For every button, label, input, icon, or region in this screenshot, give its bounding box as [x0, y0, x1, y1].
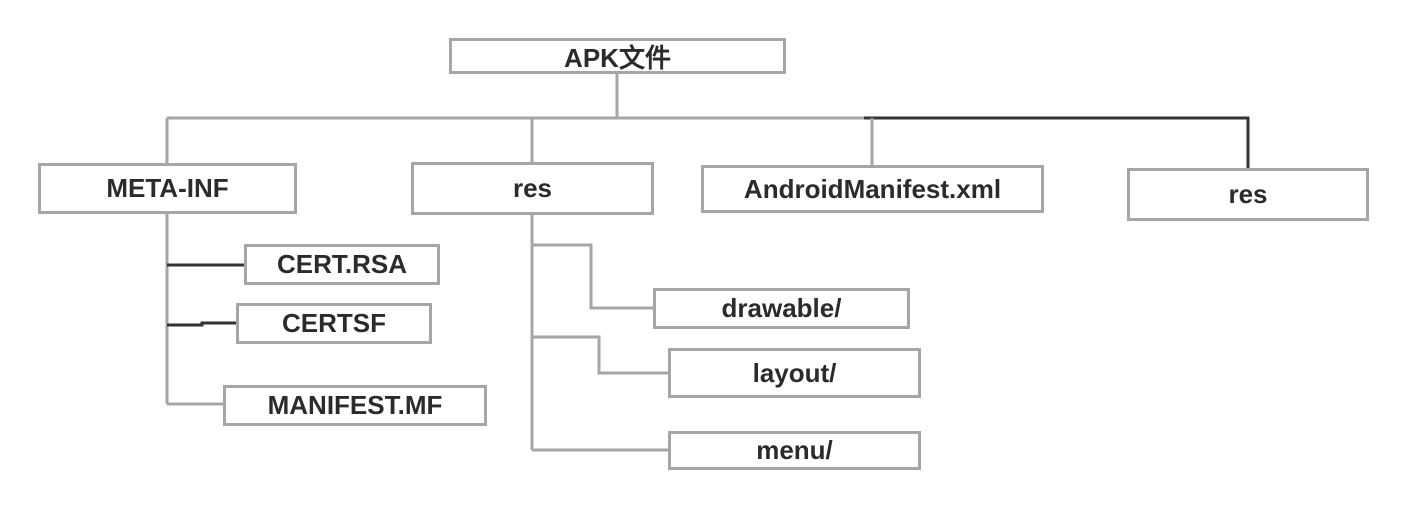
connector-bus-dark [864, 116, 1250, 168]
node-cert-rsa-label: CERT.RSA [276, 249, 407, 279]
node-menu-label: menu/ [756, 435, 833, 465]
node-androidmanifest-xml-label: AndroidManifest.xml [743, 173, 1002, 204]
node-menu: menu/ [668, 431, 921, 470]
node-manifest-mf-label: MANIFEST.MF [267, 390, 443, 420]
node-res-second: res [1127, 168, 1369, 221]
node-res: res [411, 162, 654, 215]
node-cert-rsa: CERT.RSA [244, 244, 440, 285]
node-res-second-label: res [1228, 179, 1268, 209]
node-certsf: CERTSF [236, 303, 432, 344]
node-meta-inf: META-INF [38, 163, 297, 214]
node-drawable: drawable/ [653, 288, 910, 329]
node-manifest-mf: MANIFEST.MF [223, 385, 487, 426]
node-certsf-label: CERTSF [282, 308, 386, 338]
node-meta-inf-label: META-INF [106, 173, 229, 203]
node-res-label: res [512, 173, 553, 203]
connector-drawable [532, 243, 653, 310]
node-apk-file-label: APK文件 [564, 42, 671, 73]
connector-layout [532, 335, 668, 375]
node-apk-file: APK文件 [449, 38, 786, 74]
node-androidmanifest-xml: AndroidManifest.xml [701, 165, 1044, 213]
node-drawable-label: drawable/ [721, 293, 842, 323]
node-layout-label: layout/ [752, 357, 837, 388]
connector-certsf [167, 321, 236, 327]
node-layout: layout/ [668, 348, 921, 398]
